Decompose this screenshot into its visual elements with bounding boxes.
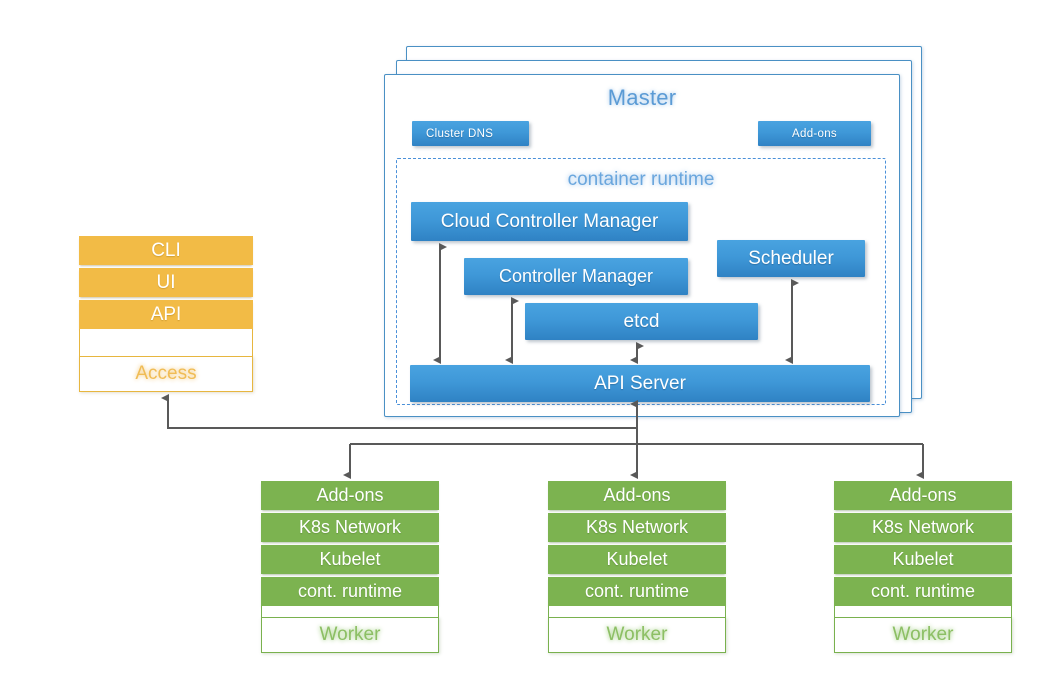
worker-1-layer-network[interactable]: K8s Network xyxy=(261,513,439,542)
access-stack-outline xyxy=(79,329,253,356)
worker-2-layer-kubelet[interactable]: Kubelet xyxy=(548,545,726,574)
worker-1-layer-runtime[interactable]: cont. runtime xyxy=(261,577,439,606)
controller-manager-box[interactable]: Controller Manager xyxy=(464,258,688,295)
access-bar-ui[interactable]: UI xyxy=(79,268,253,297)
worker-2-layer-network[interactable]: K8s Network xyxy=(548,513,726,542)
master-title: Master xyxy=(607,85,677,110)
cloud-controller-manager-box[interactable]: Cloud Controller Manager xyxy=(411,202,688,241)
worker-2-layer-runtime[interactable]: cont. runtime xyxy=(548,577,726,606)
worker-1-layer-kubelet[interactable]: Kubelet xyxy=(261,545,439,574)
worker-1-group-label: Worker xyxy=(261,617,439,653)
worker-3-layer-runtime[interactable]: cont. runtime xyxy=(834,577,1012,606)
access-bar-api[interactable]: API xyxy=(79,300,253,329)
worker-2-group-label: Worker xyxy=(548,617,726,653)
cluster-dns-chip[interactable]: Cluster DNS xyxy=(412,121,529,146)
worker-3-layer-kubelet[interactable]: Kubelet xyxy=(834,545,1012,574)
worker-1-layer-addons[interactable]: Add-ons xyxy=(261,481,439,510)
scheduler-box[interactable]: Scheduler xyxy=(717,240,865,277)
worker-3-outline xyxy=(834,606,1012,617)
access-bar-cli[interactable]: CLI xyxy=(79,236,253,265)
worker-2-outline xyxy=(548,606,726,617)
worker-3-group-label: Worker xyxy=(834,617,1012,653)
container-runtime-region xyxy=(396,158,886,405)
worker-3-layer-network[interactable]: K8s Network xyxy=(834,513,1012,542)
worker-2-layer-addons[interactable]: Add-ons xyxy=(548,481,726,510)
access-group-label: Access xyxy=(79,356,253,392)
api-server-box[interactable]: API Server xyxy=(410,365,870,402)
worker-3-layer-addons[interactable]: Add-ons xyxy=(834,481,1012,510)
master-addons-chip[interactable]: Add-ons xyxy=(758,121,871,146)
container-runtime-title: container runtime xyxy=(567,169,715,190)
etcd-box[interactable]: etcd xyxy=(525,303,758,340)
worker-1-outline xyxy=(261,606,439,617)
